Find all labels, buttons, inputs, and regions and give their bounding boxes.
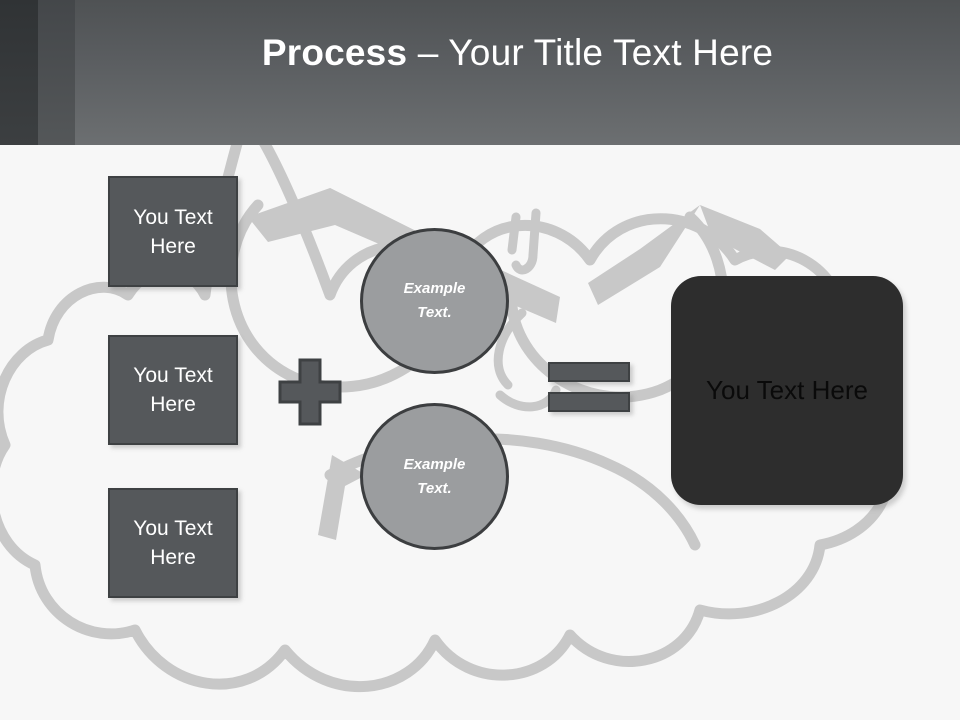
equals-bar-top [548,362,630,382]
example-circle-1[interactable]: Example Text. [360,228,509,374]
page-title-regular-part: – Your Title Text Here [407,31,774,73]
result-box-label: You Text Here [706,375,868,405]
step-box-2[interactable]: You Text Here [108,335,238,445]
example-circle-1-label: Example Text. [403,280,466,321]
slide-header: Process – Your Title Text Here [0,0,960,145]
equals-operator-icon [548,362,630,412]
example-circle-2[interactable]: Example Text. [360,403,509,550]
page-title: Process – Your Title Text Here [75,0,960,145]
header-accent-band-mid [38,0,75,145]
step-box-3-label: You Text Here [133,517,213,569]
page-title-bold-part: Process [261,31,408,73]
step-box-1-label: You Text Here [133,205,213,258]
header-accent-band-dark [0,0,38,145]
step-box-1[interactable]: You Text Here [108,176,238,287]
step-box-2-label: You Text Here [133,364,213,416]
equals-bar-bottom [548,392,630,412]
result-box[interactable]: You Text Here [671,276,903,505]
example-circle-2-label: Example Text. [403,455,466,497]
step-box-3[interactable]: You Text Here [108,488,238,598]
plus-operator-icon [278,358,342,426]
